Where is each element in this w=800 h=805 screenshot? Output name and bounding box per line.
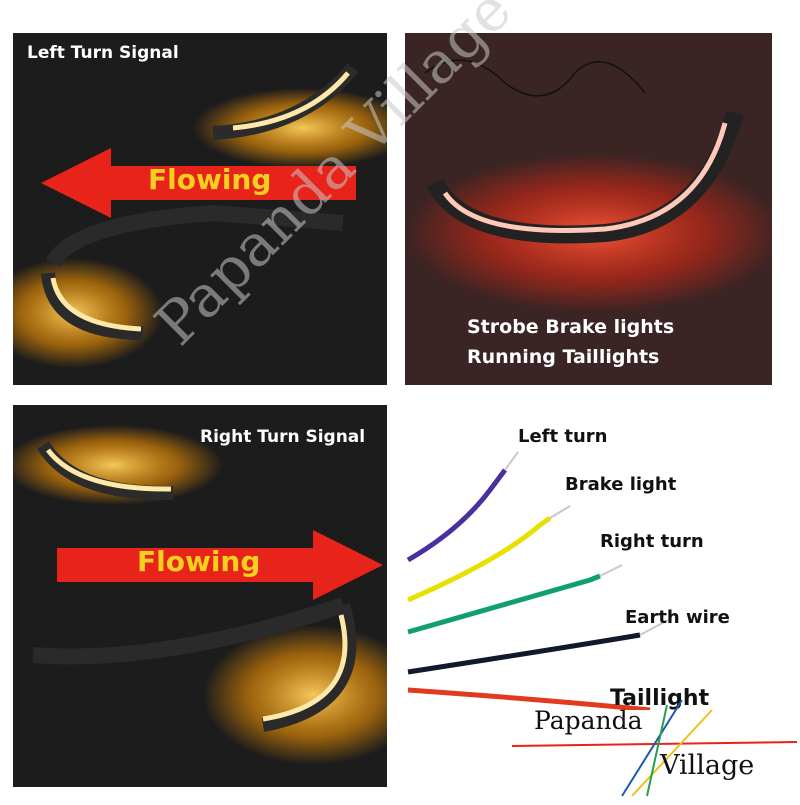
wire-label-left-turn: Left turn [518,426,608,447]
wire-illustration [406,451,669,710]
right-turn-light-illustration [13,405,387,787]
wire-label-brake-light: Brake light [565,474,677,495]
logo-text-papanda: Papanda [534,706,643,735]
strobe-brake-lights-label: Strobe Brake lights [467,316,675,338]
right-turn-signal-label: Right Turn Signal [200,427,366,447]
flowing-label-right: Flowing [137,545,261,578]
flowing-left-arrow: Flowing [41,148,356,218]
flowing-right-arrow: Flowing [57,530,383,600]
wire-label-earth-wire: Earth wire [625,607,730,628]
brake-light-illustration [405,33,772,385]
right-arrow-icon [57,530,383,600]
left-turn-signal-label: Left Turn Signal [27,43,179,63]
wire-label-taillight: Taillight [610,686,710,711]
running-taillights-label: Running Taillights [467,346,660,368]
left-turn-signal-panel: Left Turn Signal Flowing [13,33,387,385]
brake-taillight-panel: Strobe Brake lights Running Taillights [405,33,772,385]
flowing-label: Flowing [148,163,272,196]
wiring-panel: Left turn Brake light Right turn Earth w… [400,410,800,711]
logo-star-icon [511,699,798,797]
wire-label-right-turn: Right turn [600,531,704,552]
left-arrow-icon [41,148,356,218]
papanda-village-logo: Papanda Village [511,699,800,800]
left-turn-light-illustration [13,33,387,385]
logo-text-village: Village [660,750,755,781]
right-turn-signal-panel: Right Turn Signal Flowing [13,405,387,787]
